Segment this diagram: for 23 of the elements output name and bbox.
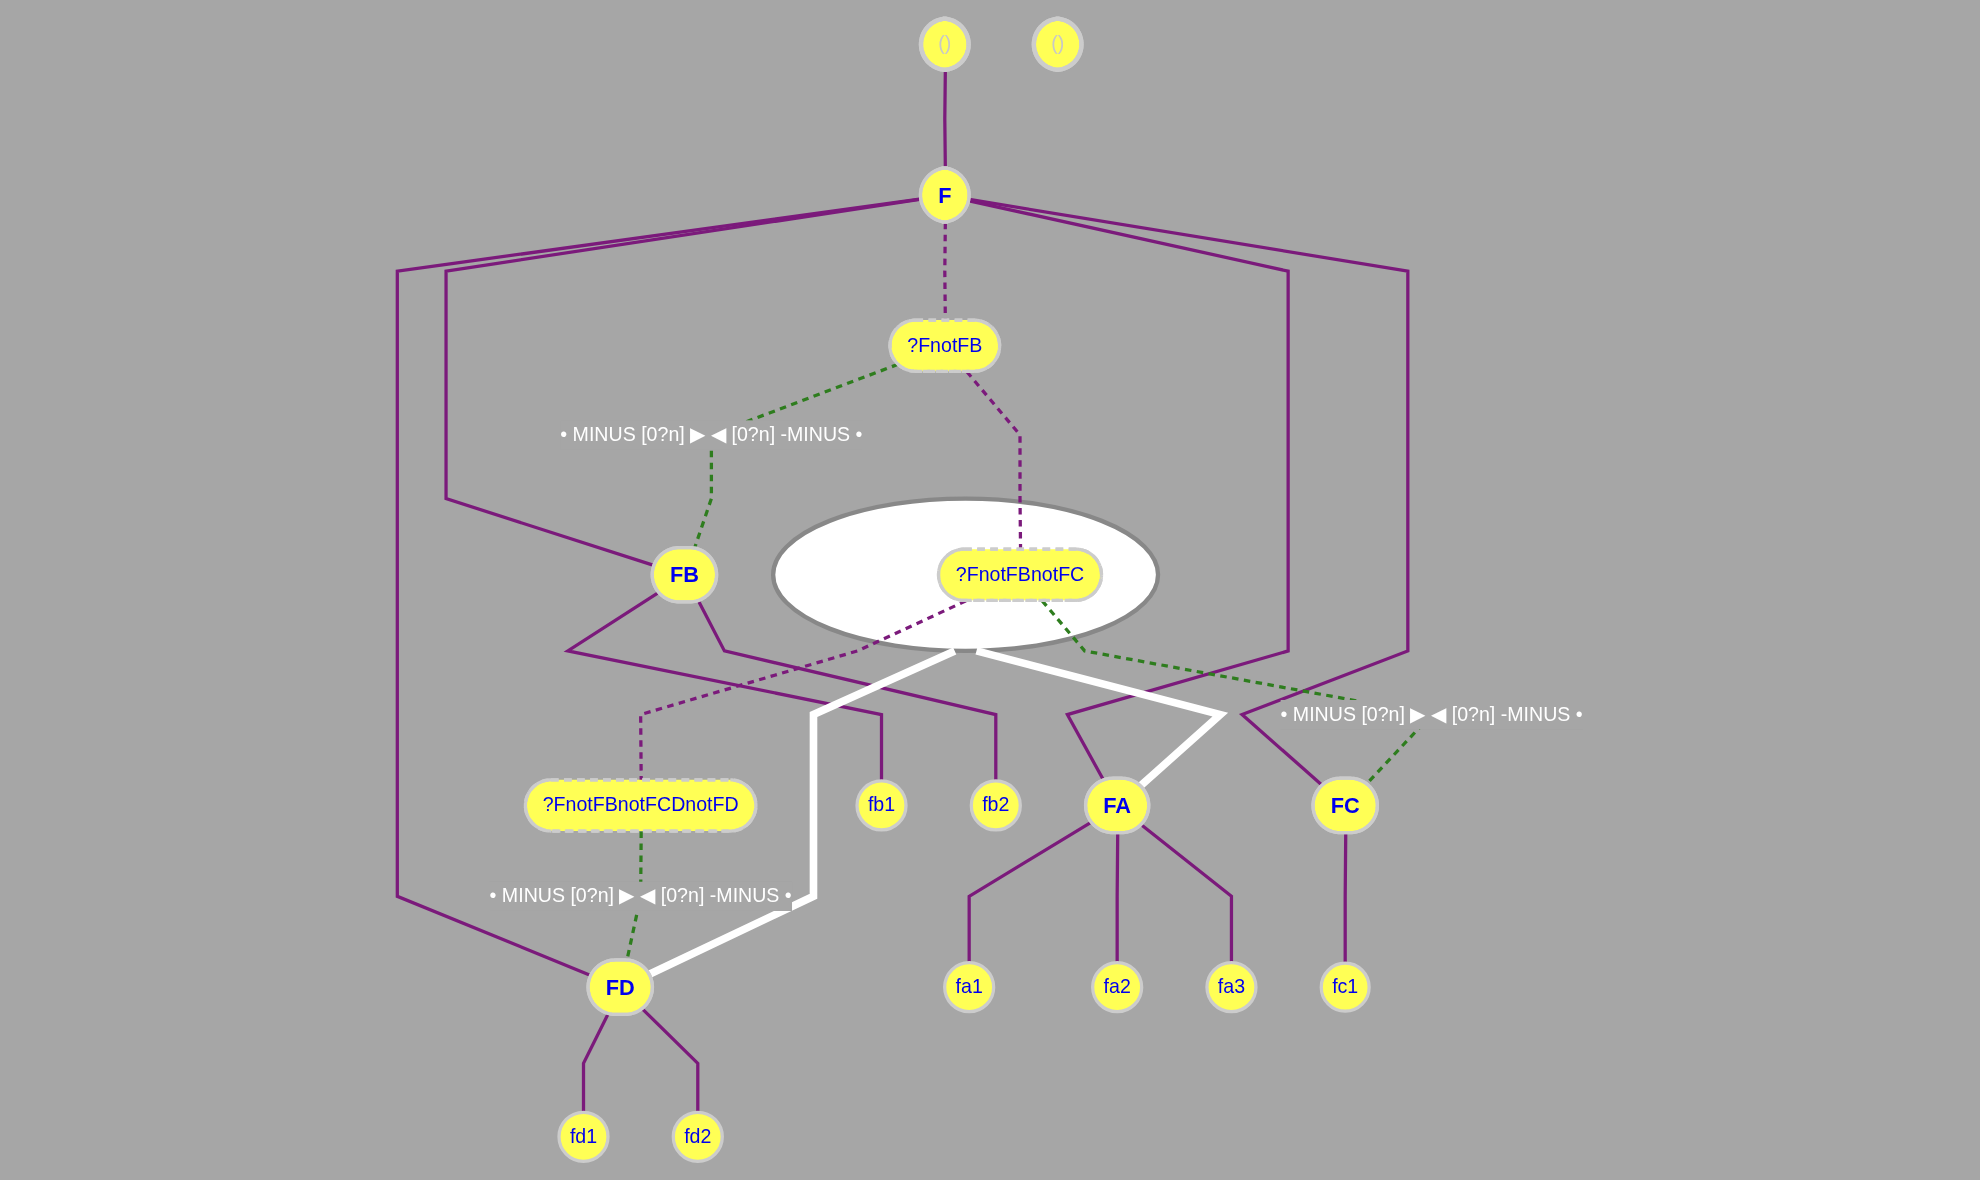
cluster: [771, 496, 1161, 654]
edge-label: • MINUS [0?n] ▶ ◀ [0?n] -MINUS •: [489, 884, 792, 907]
connector: [581, 1013, 610, 1113]
node-circle: fd2: [671, 1110, 724, 1163]
node-circle: fa1: [943, 961, 996, 1014]
connector: [1115, 833, 1120, 963]
edge-label: • MINUS [0?n] ▶ ◀ [0?n] -MINUS •: [560, 423, 863, 446]
connector: [975, 647, 1229, 789]
node-circle: fc1: [1319, 961, 1371, 1013]
node-circle: fb2: [969, 779, 1022, 832]
node-circle: fa3: [1205, 961, 1258, 1014]
connector: [647, 647, 957, 978]
edge-label: • MINUS [0?n] ▶ ◀ [0?n] -MINUS •: [1280, 703, 1583, 725]
connector: [1343, 833, 1348, 964]
node-circle: fd1: [557, 1110, 610, 1163]
connector: [1140, 823, 1234, 963]
connector: [967, 820, 1093, 963]
connector: [641, 1007, 700, 1113]
connector: [969, 197, 1410, 787]
node-circle: fa2: [1091, 961, 1144, 1014]
node-circle: fb1: [855, 779, 908, 832]
connector: [697, 600, 998, 781]
connector: [563, 591, 884, 781]
